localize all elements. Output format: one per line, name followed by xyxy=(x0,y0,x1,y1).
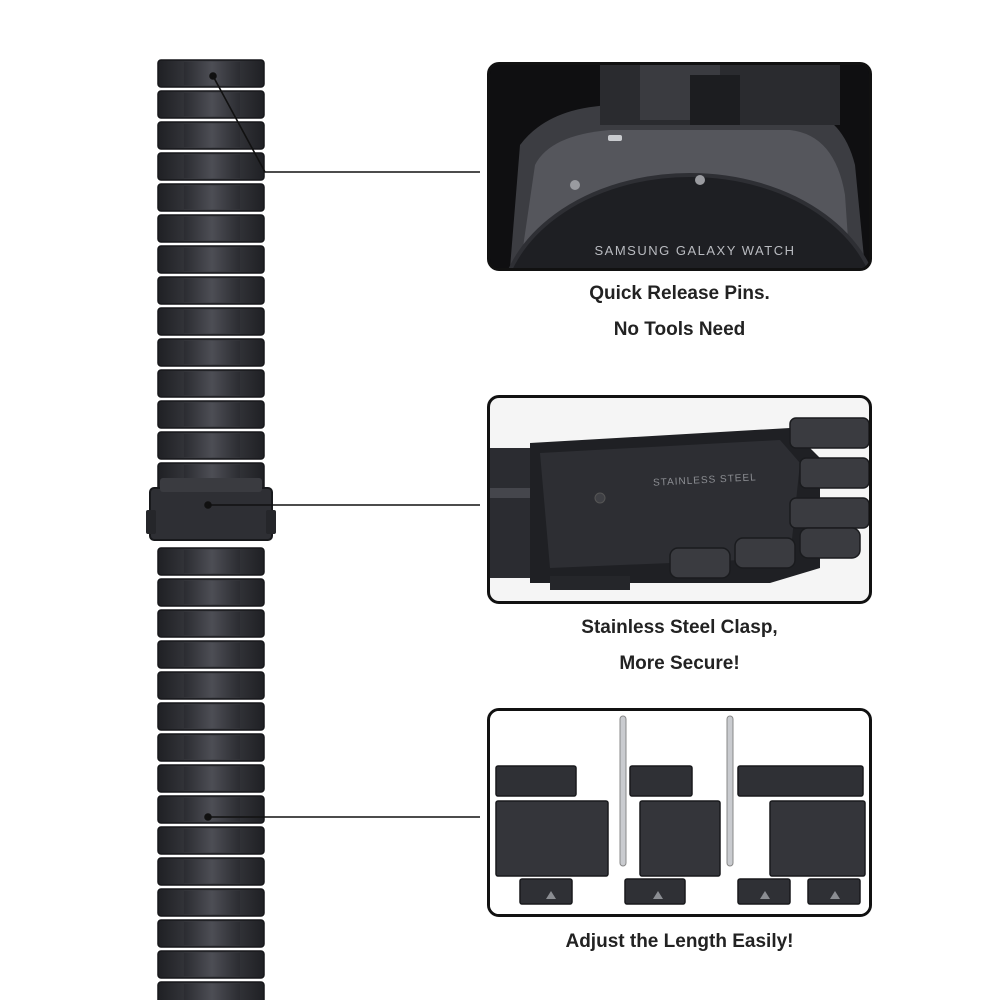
band-link-center xyxy=(184,93,240,116)
band-link-center xyxy=(184,550,240,573)
band-link-center xyxy=(184,984,240,1000)
link-pin-icon xyxy=(619,715,627,867)
band-link-center xyxy=(184,891,240,914)
callout-lines xyxy=(204,72,480,821)
watch-back-panel: SAMSUNG GALAXY WATCH xyxy=(487,62,872,271)
band-link-center xyxy=(184,186,240,209)
band-clasp xyxy=(146,478,276,541)
band-link-center xyxy=(184,953,240,976)
band-link-center xyxy=(184,155,240,178)
band-link-center xyxy=(184,829,240,852)
caption-line: Quick Release Pins. xyxy=(589,283,770,304)
band-link-center xyxy=(184,279,240,302)
band-link-center xyxy=(184,310,240,333)
band-link-center xyxy=(184,860,240,883)
link-pin-icon xyxy=(726,715,734,867)
caption-quick-release: Quick Release Pins. No Tools Need xyxy=(487,276,872,348)
band-link-center xyxy=(184,248,240,271)
caption-line: More Secure! xyxy=(619,653,740,674)
caption-line: Stainless Steel Clasp, xyxy=(581,617,778,638)
watch-engraving: SAMSUNG GALAXY WATCH xyxy=(595,243,796,258)
links-panel xyxy=(487,708,872,917)
links-image xyxy=(490,711,869,914)
band-link-center xyxy=(184,217,240,240)
band-link-center xyxy=(184,798,240,821)
band-link-center xyxy=(184,434,240,457)
clasp-image: STAINLESS STEEL xyxy=(490,398,869,601)
caption-adjust: Adjust the Length Easily! xyxy=(487,924,872,960)
clasp-engraving: STAINLESS STEEL xyxy=(653,472,757,488)
caption-line: Adjust the Length Easily! xyxy=(565,931,794,952)
caption-clasp: Stainless Steel Clasp, More Secure! xyxy=(487,610,872,682)
band-link-center xyxy=(184,403,240,426)
band-link-center xyxy=(184,372,240,395)
band-link-center xyxy=(184,612,240,635)
band-link-center xyxy=(184,643,240,666)
band-link-center xyxy=(184,124,240,147)
band-link-center xyxy=(184,705,240,728)
band-link-center xyxy=(184,581,240,604)
band-links xyxy=(157,59,265,1000)
band-link-center xyxy=(184,736,240,759)
watch-back-image: SAMSUNG GALAXY WATCH xyxy=(490,65,869,268)
quick-release-pin-icon xyxy=(608,135,622,141)
band-link-center xyxy=(184,767,240,790)
band-link-center xyxy=(184,922,240,945)
band-link-center xyxy=(184,341,240,364)
metal-watch-band xyxy=(146,59,480,1000)
band-link-center xyxy=(184,674,240,697)
caption-line: No Tools Need xyxy=(613,319,746,340)
clasp-panel: STAINLESS STEEL xyxy=(487,395,872,604)
